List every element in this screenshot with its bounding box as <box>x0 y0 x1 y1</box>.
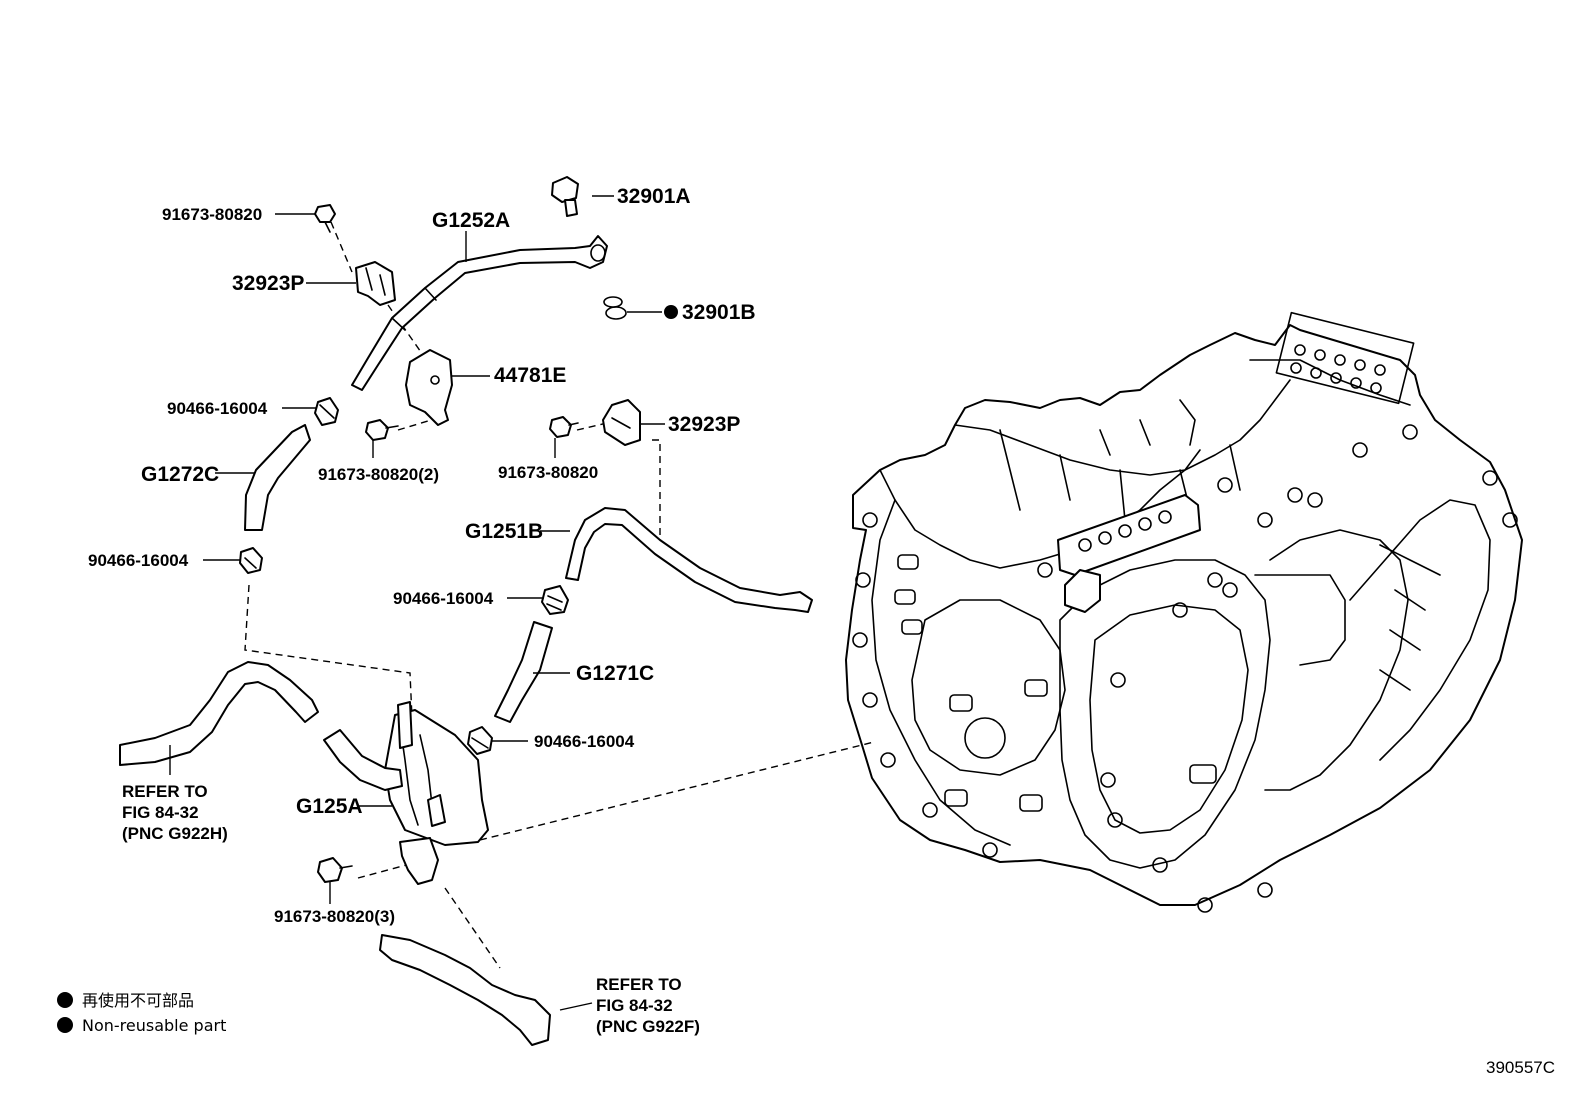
legend-text-japanese: 再使用不可部品 <box>82 991 194 1010</box>
label-91673-80820-x2: 91673-80820(2) <box>318 465 439 484</box>
label-90466-16004-4: 90466-16004 <box>534 732 635 751</box>
figure-id: 390557C <box>1486 1058 1555 1077</box>
clip-90466-16004-2 <box>239 547 263 574</box>
label-90466-16004-3: 90466-16004 <box>393 589 494 608</box>
hose-refer-g922f <box>379 934 551 1046</box>
ref-lower-line-3: (PNC G922F) <box>596 1017 700 1036</box>
transaxle-assembly <box>845 311 1523 913</box>
legend-filled-circle-icon-2 <box>57 1017 73 1033</box>
clamp-32923p-right <box>602 399 641 446</box>
part-labels: 91673-80820 32923P G1252A 32901A 32901B … <box>88 185 756 926</box>
label-g1272c: G1272C <box>141 463 219 486</box>
label-g125a: G125A <box>296 795 363 818</box>
label-g1251b: G1251B <box>465 520 543 543</box>
label-g1252a: G1252A <box>432 209 510 232</box>
hose-refer-g922h <box>119 661 319 766</box>
reference-note-g922h: REFER TO FIG 84-32 (PNC G922H) <box>122 782 228 843</box>
label-91673-80820-mid: 91673-80820 <box>498 463 598 482</box>
non-reusable-marker-icon <box>664 305 678 319</box>
ref-upper-line-2: FIG 84-32 <box>122 803 199 822</box>
label-32901b: 32901B <box>682 301 756 324</box>
label-90466-16004-1: 90466-16004 <box>167 399 268 418</box>
ref-upper-line-1: REFER TO <box>122 782 208 801</box>
bracket-44781e <box>405 349 453 426</box>
clamp-32923p-top <box>355 261 396 306</box>
bolt-91673-80820-top <box>314 204 336 233</box>
clip-90466-16004-4 <box>467 726 493 755</box>
gasket-32901b <box>603 296 627 320</box>
label-44781e: 44781E <box>494 364 566 387</box>
clip-90466-16004-1 <box>314 397 339 426</box>
label-90466-16004-2: 90466-16004 <box>88 551 189 570</box>
legend: 再使用不可部品 Non-reusable part <box>57 991 226 1035</box>
legend-text-english: Non-reusable part <box>82 1016 226 1035</box>
bolt-91673-80820-mid <box>549 416 579 438</box>
label-32923p-top: 32923P <box>232 272 304 295</box>
label-91673-80820-top: 91673-80820 <box>162 205 262 224</box>
bolt-91673-80820-x2 <box>365 419 399 441</box>
pipe-g1252a <box>351 235 608 391</box>
label-32923p-right: 32923P <box>668 413 740 436</box>
clip-90466-16004-3 <box>541 585 569 615</box>
reference-note-g922f: REFER TO FIG 84-32 (PNC G922F) <box>596 975 700 1036</box>
legend-filled-circle-icon <box>57 992 73 1008</box>
bolt-32901a <box>551 176 579 217</box>
oil-cooler-g125a <box>323 701 489 885</box>
ref-upper-line-3: (PNC G922H) <box>122 824 228 843</box>
hose-g1271c <box>494 621 553 723</box>
pipe-g1251b <box>565 507 813 613</box>
bolt-91673-80820-x3 <box>317 857 353 883</box>
ref-lower-line-1: REFER TO <box>596 975 682 994</box>
label-91673-80820-x3: 91673-80820(3) <box>274 907 395 926</box>
hose-g1272c <box>244 424 311 531</box>
label-g1271c: G1271C <box>576 662 654 685</box>
ref-lower-line-2: FIG 84-32 <box>596 996 673 1015</box>
leader-lines <box>169 195 665 1011</box>
label-32901a: 32901A <box>617 185 691 208</box>
